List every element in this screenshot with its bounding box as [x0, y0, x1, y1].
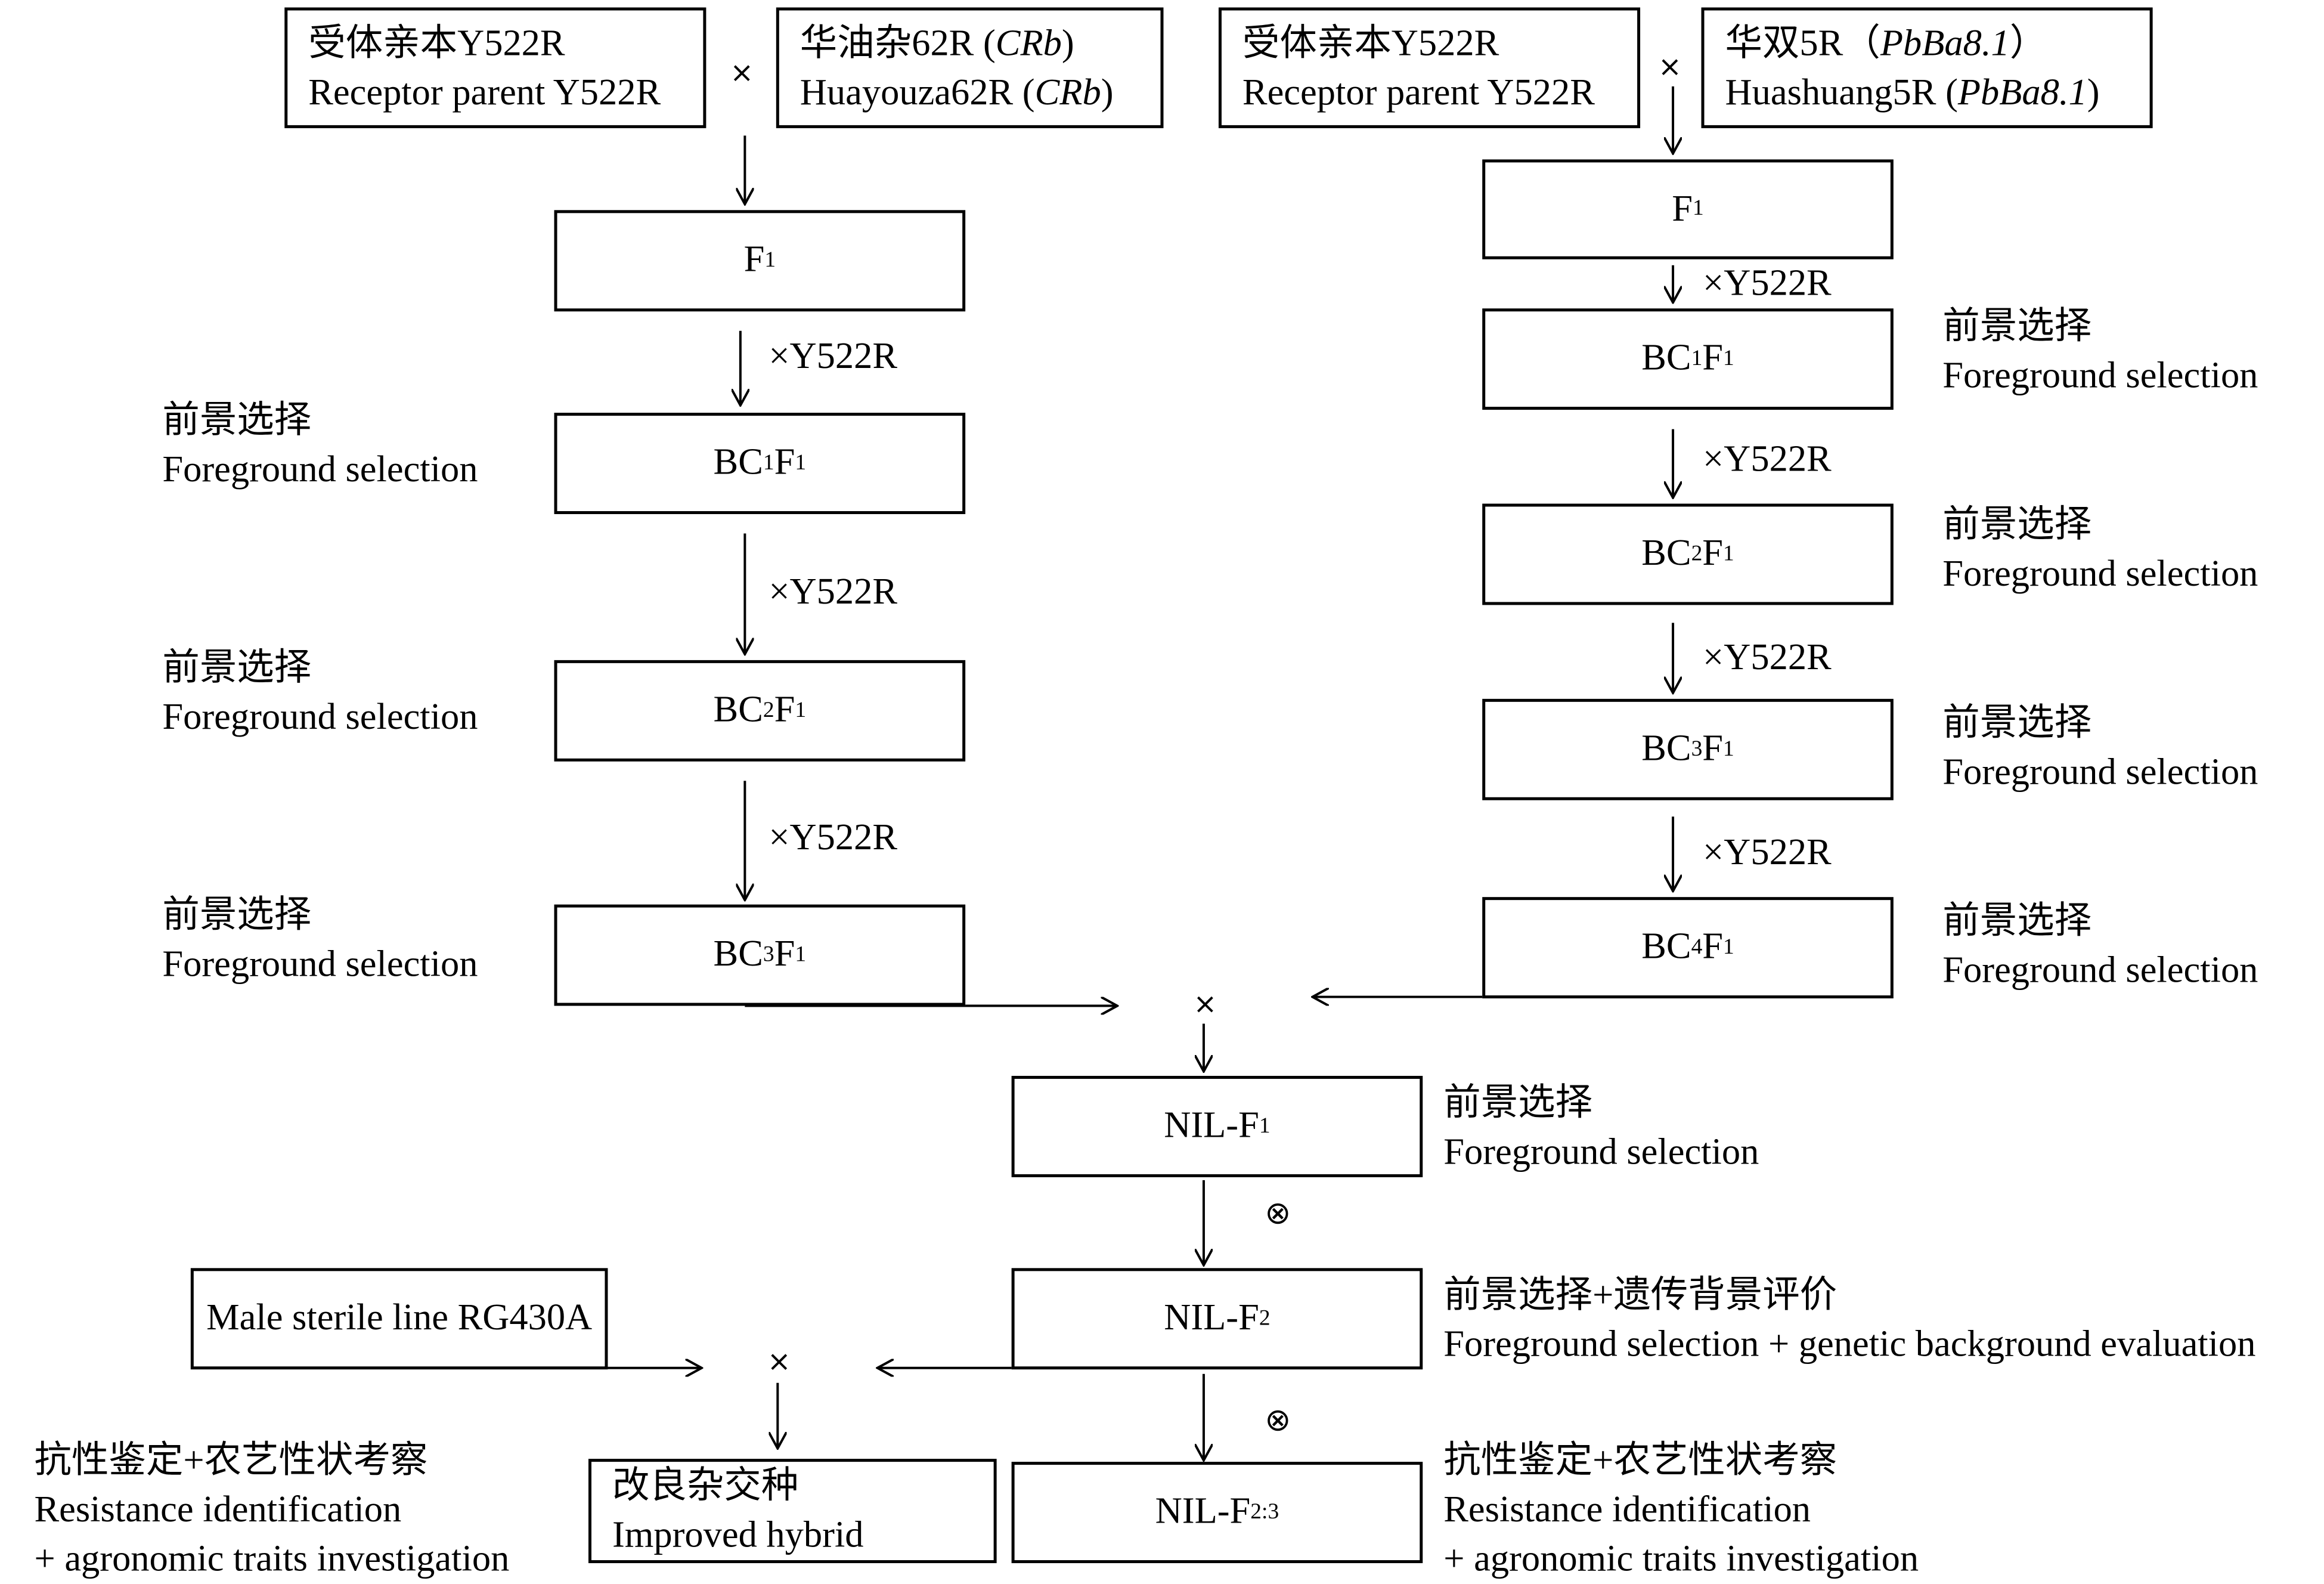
backcross-label-right-1: ×Y522R — [1703, 264, 1832, 304]
backcross-label-left-3: ×Y522R — [769, 818, 898, 859]
recipient-parent-en: Receptor parent Y522R — [308, 72, 661, 113]
cross-symbol-parents-left: × — [730, 56, 754, 89]
recipient-parent-cn-right: 受体亲本Y522R — [1242, 23, 1499, 64]
cross-symbol-hybrid: × — [767, 1345, 791, 1379]
cross-symbol-center: × — [1193, 988, 1217, 1021]
backcross-label-right-4: ×Y522R — [1703, 833, 1832, 874]
donor1-cn: 华油杂62R (CRb) — [800, 23, 1074, 64]
selfing-symbol-1: ⊗ — [1265, 1195, 1291, 1231]
backcross-label-right-2: ×Y522R — [1703, 440, 1832, 480]
cross-symbol-parents-right: × — [1658, 50, 1682, 83]
recipient-parent-en-right: Receptor parent Y522R — [1242, 72, 1595, 113]
backcross-label-left-1: ×Y522R — [769, 336, 898, 378]
selfing-symbol-2: ⊗ — [1265, 1402, 1291, 1438]
recipient-parent-cn: 受体亲本Y522R — [308, 23, 565, 64]
donor1-en: Huayouza62R (CRb) — [800, 72, 1114, 113]
backcross-label-left-2: ×Y522R — [769, 572, 898, 612]
improved-hybrid-en: Improved hybrid — [612, 1515, 864, 1556]
male-sterile-line-box: Male sterile line RG430A — [190, 1268, 608, 1370]
recipient-parent-box-left: 受体亲本Y522R Receptor parent Y522R — [284, 7, 707, 128]
donor-parent-box-huayouza62r: 华油杂62R (CRb) Huayouza62R (CRb) — [776, 7, 1164, 128]
donor-parent-box-huashuang5r: 华双5R（PbBa8.1） Huashuang5R (PbBa8.1) — [1701, 7, 2153, 128]
donor2-cn: 华双5R（PbBa8.1） — [1725, 23, 2047, 64]
recipient-parent-box-right: 受体亲本Y522R Receptor parent Y522R — [1218, 7, 1641, 128]
improved-hybrid-box: 改良杂交种 Improved hybrid — [588, 1459, 997, 1564]
backcross-label-right-3: ×Y522R — [1703, 638, 1832, 678]
improved-hybrid-cn: 改良杂交种 — [612, 1466, 799, 1507]
donor2-en: Huashuang5R (PbBa8.1) — [1725, 72, 2100, 113]
